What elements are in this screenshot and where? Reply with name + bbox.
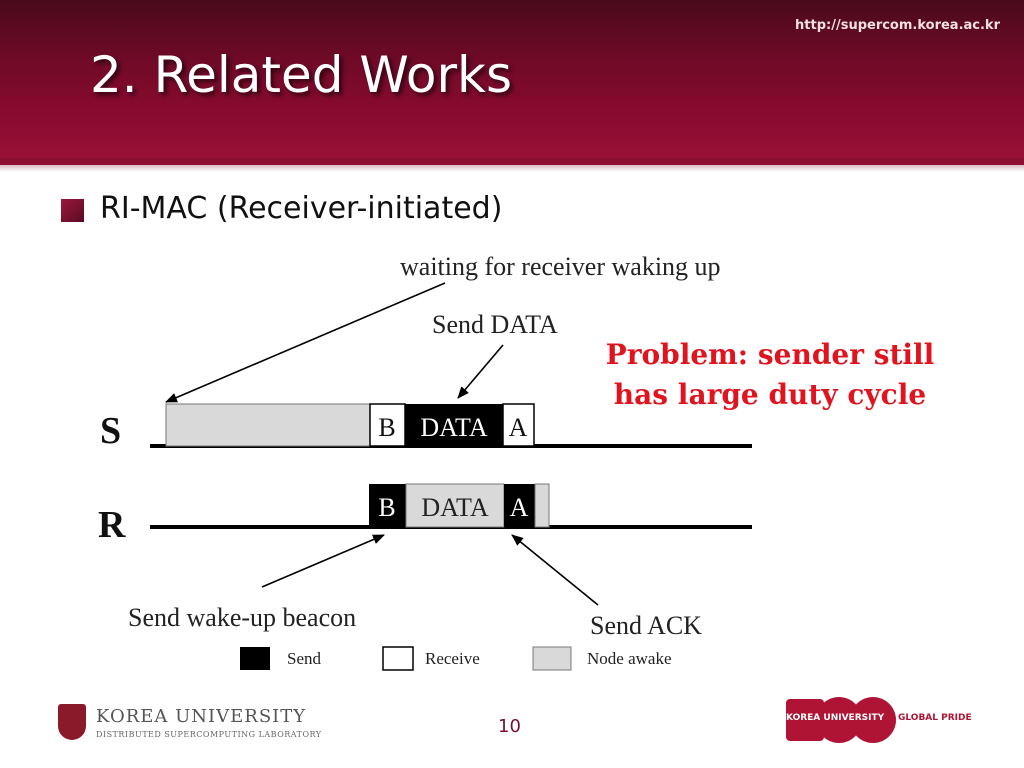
send-data-arrow bbox=[457, 344, 504, 399]
korea-university-logo: KOREA UNIVERSITY DISTRIBUTED SUPERCOMPUT… bbox=[52, 700, 321, 746]
problem-callout: Problem: sender still has large duty cyc… bbox=[600, 335, 940, 415]
send-ack-annotation: Send ACK bbox=[590, 611, 702, 640]
legend-awake-swatch bbox=[532, 646, 572, 671]
slide-title: 2. Related Works bbox=[90, 46, 513, 104]
receiver-awake-tail bbox=[534, 483, 550, 528]
receiver-data-label: DATA bbox=[421, 493, 488, 522]
send-data-annotation: Send DATA bbox=[432, 310, 558, 339]
waiting-arrow bbox=[165, 282, 446, 403]
centennial-university-text: KOREA UNIVERSITY bbox=[786, 713, 885, 723]
legend-send-swatch bbox=[240, 647, 270, 670]
receiver-beacon-label: B bbox=[378, 493, 395, 522]
sender-ack-slot bbox=[502, 403, 535, 447]
sender-beacon-label: B bbox=[378, 413, 395, 442]
legend-receive-swatch bbox=[382, 646, 414, 671]
sender-label: S bbox=[100, 410, 121, 452]
centennial-zero-shape-2 bbox=[850, 697, 896, 743]
receiver-beacon-slot bbox=[369, 484, 406, 527]
send-beacon-annotation: Send wake-up beacon bbox=[128, 603, 356, 632]
problem-line-2: has large duty cycle bbox=[613, 378, 927, 411]
legend-awake-label: Node awake bbox=[587, 649, 672, 668]
legend-receive-label: Receive bbox=[425, 649, 480, 668]
receiver-data-slot bbox=[405, 483, 505, 528]
receiver-label: R bbox=[98, 504, 126, 546]
waiting-annotation: waiting for receiver waking up bbox=[400, 252, 721, 281]
receiver-ack-slot bbox=[504, 484, 535, 527]
centennial-logo: KOREA UNIVERSITY GLOBAL PRIDE bbox=[786, 695, 986, 745]
lab-name: DISTRIBUTED SUPERCOMPUTING LABORATORY bbox=[96, 730, 322, 739]
university-name: KOREA UNIVERSITY bbox=[96, 706, 307, 727]
sender-awake-block bbox=[165, 403, 371, 447]
title-banner bbox=[0, 0, 1024, 165]
problem-line-1: Problem: sender still bbox=[605, 338, 935, 371]
sender-data-label: DATA bbox=[420, 413, 487, 442]
ack-arrow bbox=[511, 534, 599, 606]
sender-ack-label: A bbox=[509, 413, 528, 442]
tiger-crest-icon bbox=[58, 704, 86, 740]
bullet-square-icon bbox=[61, 199, 84, 222]
page-number: 10 bbox=[498, 716, 521, 737]
sender-data-slot bbox=[405, 404, 503, 446]
banner-shadow bbox=[0, 158, 1024, 172]
legend-send-label: Send bbox=[287, 649, 322, 668]
bullet-text: RI-MAC (Receiver-initiated) bbox=[100, 191, 503, 226]
site-url: http://supercom.korea.ac.kr bbox=[795, 18, 1000, 33]
receiver-ack-label: A bbox=[510, 493, 529, 522]
sender-beacon-slot bbox=[369, 403, 406, 447]
beacon-arrow bbox=[261, 534, 385, 588]
centennial-pride-text: GLOBAL PRIDE bbox=[898, 713, 972, 723]
